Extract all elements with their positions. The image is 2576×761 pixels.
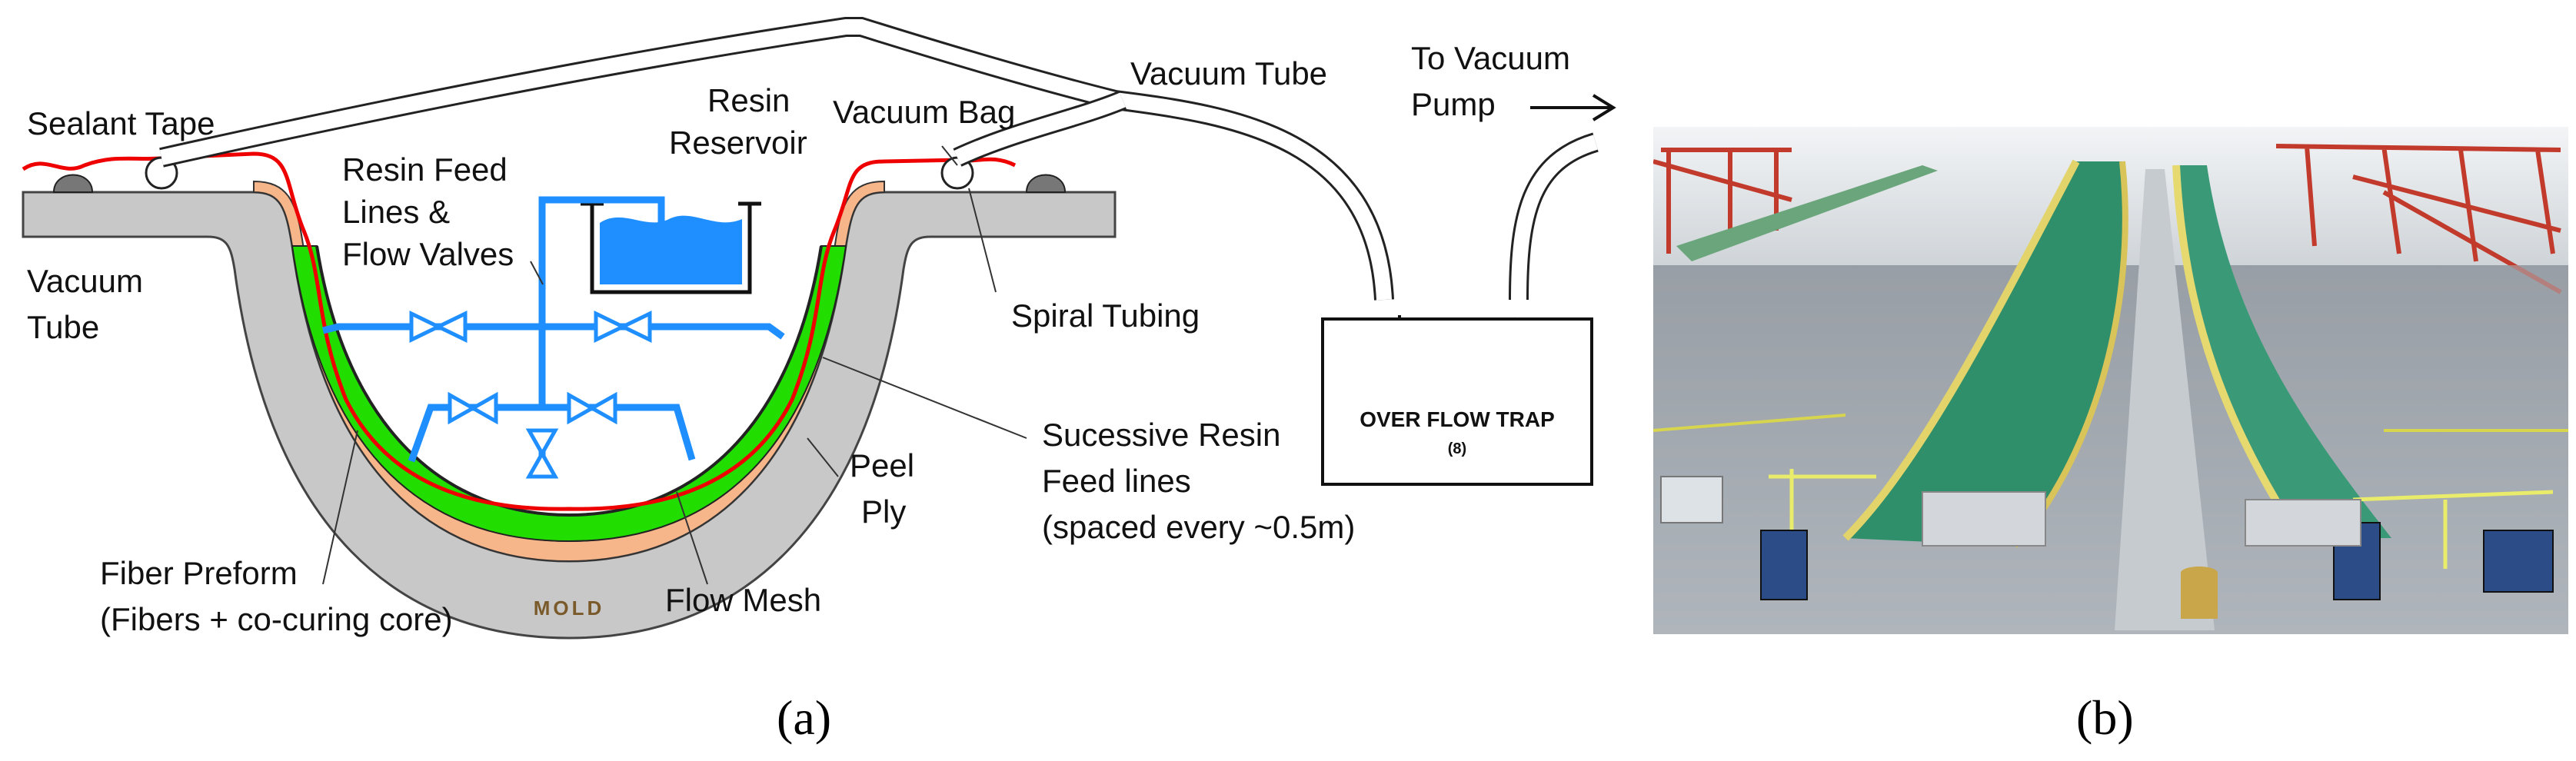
label-resin-feed-2: Lines &: [342, 194, 450, 230]
caption-a: (a): [777, 690, 831, 745]
sealant-tape-left: [52, 174, 94, 193]
label-fiber-preform-1: Fiber Preform: [100, 555, 298, 591]
panel-b-photo: (b): [1653, 127, 2568, 745]
label-successive-2: Feed lines: [1042, 463, 1191, 499]
vacuum-tube-top-inner: [159, 19, 1392, 301]
label-vacuum-bag: Vacuum Bag: [833, 94, 1015, 130]
overflow-trap-number: (8): [1448, 440, 1466, 457]
valve-icon: [409, 311, 468, 343]
label-resin-feed-1: Resin Feed: [342, 151, 508, 188]
leader-lines: [322, 145, 1027, 585]
label-flow-mesh: Flow Mesh: [665, 582, 821, 618]
label-reservoir: Reservoir: [669, 125, 807, 161]
valve-icon: [448, 391, 498, 425]
label-successive-1: Sucessive Resin: [1042, 417, 1280, 453]
label-resin: Resin: [707, 82, 790, 118]
overflow-trap-box: [1321, 317, 1593, 486]
label-successive-3: (spaced every ~0.5m): [1042, 509, 1355, 545]
label-mold: MOLD: [534, 597, 605, 620]
vacuum-tube-right-inner: [954, 92, 1126, 165]
arrow-right-icon: [1530, 94, 1616, 121]
label-peel-1: Peel: [850, 447, 914, 484]
label-pump: Pump: [1411, 86, 1496, 122]
resin-reservoir: [581, 201, 761, 294]
sealant-tape-right: [1025, 174, 1067, 193]
panel-a-diagram: OVER FLOW TRAP (8): [22, 17, 1616, 745]
valve-icon: [594, 311, 652, 343]
label-fiber-preform-2: (Fibers + co-curing core): [100, 601, 453, 637]
caption-b: (b): [2076, 690, 2134, 745]
flow-valves: [409, 311, 652, 479]
label-sealant-tape: Sealant Tape: [27, 105, 215, 141]
label-spiral-tubing: Spiral Tubing: [1011, 297, 1200, 334]
label-vacuum-tube-top: Vacuum Tube: [1130, 55, 1327, 91]
vacuum-pump-tube-inner: [1511, 135, 1598, 301]
valve-icon: [525, 428, 559, 479]
valve-icon: [567, 391, 617, 425]
flow-mesh-layer: [315, 245, 823, 517]
overflow-trap-label: OVER FLOW TRAP: [1360, 407, 1555, 431]
label-resin-feed-3: Flow Valves: [342, 236, 514, 272]
label-vacuum-tube-left-2: Tube: [27, 309, 99, 345]
label-vacuum-tube-left-1: Vacuum: [27, 263, 143, 299]
label-peel-2: Ply: [861, 493, 906, 530]
label-to-vacuum: To Vacuum: [1411, 40, 1570, 76]
